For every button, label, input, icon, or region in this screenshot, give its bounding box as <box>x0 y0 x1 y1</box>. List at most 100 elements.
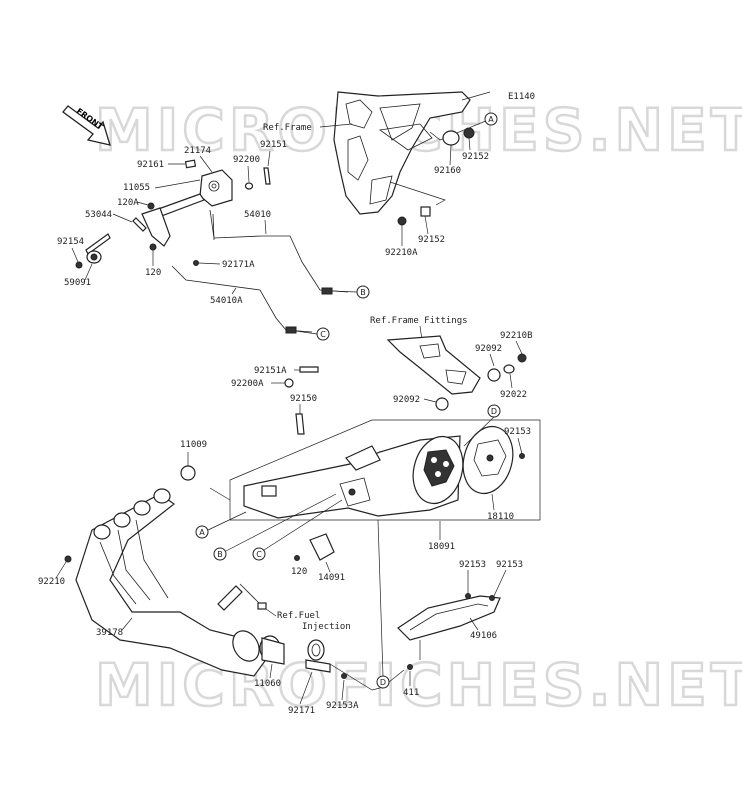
callout-b-muffler: B <box>213 547 227 561</box>
bolt-92154 <box>75 261 83 269</box>
muffler-cap-18110 <box>462 425 514 495</box>
part-92210a: 92210A <box>385 248 418 258</box>
part-21174: 21174 <box>184 146 211 156</box>
svg-text:D: D <box>491 407 497 416</box>
part-92153-top: 92153 <box>504 427 531 437</box>
part-411: 411 <box>403 688 419 698</box>
part-92160: 92160 <box>434 166 461 176</box>
part-92200a: 92200A <box>231 379 264 389</box>
part-92153-right: 92153 <box>496 560 523 570</box>
part-92200: 92200 <box>233 155 260 165</box>
part-92151: 92151 <box>260 140 287 150</box>
bushing-92160 <box>442 130 460 146</box>
clamp-92171a <box>193 260 199 266</box>
oxygen-sensor <box>217 585 243 611</box>
bolt-120a <box>147 202 155 210</box>
part-92153a: 92153A <box>326 701 359 711</box>
part-53044: 53044 <box>85 210 112 220</box>
part-54010a: 54010A <box>210 296 243 306</box>
bolt-120 <box>149 243 157 251</box>
bolt-92150 <box>295 413 305 435</box>
frame-assembly <box>333 91 491 215</box>
callout-d-bottom: D <box>376 675 390 689</box>
part-92171: 92171 <box>288 706 315 716</box>
ref-fuel-line2: Injection <box>302 622 351 632</box>
callout-d-muffler: D <box>487 404 501 418</box>
cable-54010 <box>209 209 349 293</box>
callout-a-top: A <box>484 112 498 126</box>
bracket-92152 <box>420 206 431 217</box>
part-18091: 18091 <box>428 542 455 552</box>
part-49106: 49106 <box>470 631 497 641</box>
part-39178: 39178 <box>96 628 123 638</box>
muffler-group-outline <box>229 419 541 521</box>
callout-a-muffler: A <box>195 525 209 539</box>
svg-text:A: A <box>488 115 494 124</box>
bolt-92151a <box>299 366 319 373</box>
gasket-11060 <box>259 635 285 665</box>
svg-text:D: D <box>380 678 386 687</box>
part-120a: 120A <box>117 198 139 208</box>
part-11055: 11055 <box>123 183 150 193</box>
heat-shield-49106 <box>397 593 501 641</box>
part-92210: 92210 <box>38 577 65 587</box>
ref-frame-label: Ref.Frame <box>263 123 312 133</box>
part-92152-top: 92152 <box>462 152 489 162</box>
part-11060: 11060 <box>254 679 281 689</box>
bolt-411 <box>407 664 413 670</box>
exhaust-header-39178 <box>75 488 271 677</box>
part-59091: 59091 <box>64 278 91 288</box>
damper-53044 <box>132 217 147 232</box>
callout-b-top: B <box>356 285 370 299</box>
nut-92210b <box>517 353 527 363</box>
bolt-92153a <box>341 673 347 679</box>
part-120-bottom: 120 <box>291 567 307 577</box>
part-92022: 92022 <box>500 390 527 400</box>
diagram-code: E1140 <box>508 92 535 102</box>
part-92092-upper: 92092 <box>475 344 502 354</box>
part-92152-bottom: 92152 <box>418 235 445 245</box>
bracket-11055 <box>141 193 205 247</box>
muffler-cover-inner <box>412 435 464 505</box>
clip-92161 <box>184 159 197 169</box>
part-92150: 92150 <box>290 394 317 404</box>
washer-92200a <box>284 378 294 388</box>
part-92151a: 92151A <box>254 366 287 376</box>
part-14091: 14091 <box>318 573 345 583</box>
svg-text:C: C <box>256 550 262 559</box>
ref-frame-fittings-label: Ref.Frame Fittings <box>370 316 468 326</box>
part-92171a: 92171A <box>222 260 255 270</box>
svg-text:B: B <box>360 288 366 297</box>
callout-c-top: C <box>316 327 330 341</box>
svg-text:A: A <box>199 528 205 537</box>
svg-text:C: C <box>320 330 326 339</box>
muffler-18091 <box>243 435 461 519</box>
bolt-92153-top <box>519 453 525 459</box>
svg-text:B: B <box>217 550 223 559</box>
part-11009: 11009 <box>180 440 207 450</box>
part-92210b: 92210B <box>500 331 533 341</box>
part-54010: 54010 <box>244 210 271 220</box>
part-92092-lower: 92092 <box>393 395 420 405</box>
collar-92022 <box>503 364 515 374</box>
damper-92092-upper <box>487 368 501 382</box>
clamp-92171 <box>305 639 331 673</box>
part-92153-left: 92153 <box>459 560 486 570</box>
nut-92210 <box>64 555 72 563</box>
bolt-120-bottom <box>294 555 300 561</box>
cable-end-b <box>321 287 333 295</box>
callout-c-muffler: C <box>252 547 266 561</box>
part-18110: 18110 <box>487 512 514 522</box>
cover-14091 <box>309 533 335 561</box>
cable-end-c <box>285 326 297 334</box>
shaft <box>85 233 111 255</box>
nut-92152-top <box>463 127 475 139</box>
ref-fuel-line1: Ref.Fuel <box>277 611 320 621</box>
muffler-bracket <box>386 335 481 395</box>
washer-92200 <box>244 182 254 190</box>
damper-92092-lower <box>435 397 449 411</box>
watermark-bottom: MICROFICHES.NET <box>95 651 742 719</box>
part-92161: 92161 <box>137 160 164 170</box>
bolt-92151 <box>263 167 271 185</box>
